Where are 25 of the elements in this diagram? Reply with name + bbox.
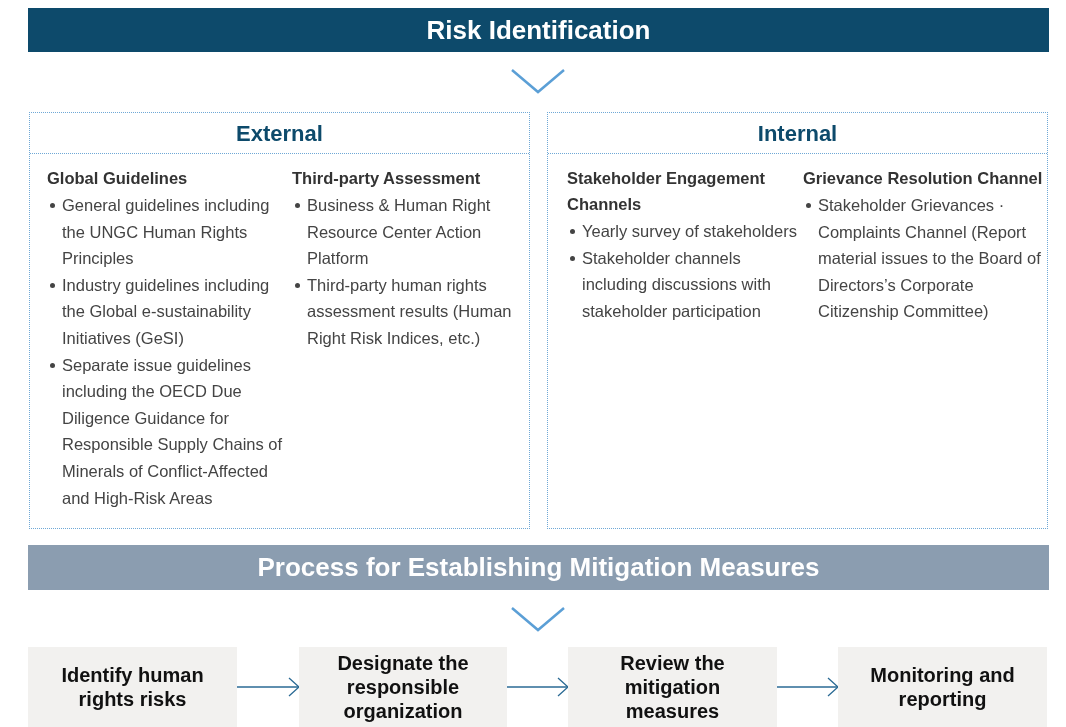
- section-header-bar: Process for Establishing Mitigation Measures: [28, 545, 1049, 590]
- panel-heading: External: [236, 119, 323, 148]
- arrow: [506, 677, 569, 697]
- column-heading: Global Guidelines: [47, 168, 189, 189]
- bullet-text: Yearly survey of stakeholders: [582, 221, 797, 242]
- arrow: [776, 677, 839, 697]
- bullet-text: General guidelines including the UNGC Human Rights Principles: [62, 195, 271, 270]
- bullet-text: Stakeholder Grievances · Complaints Channel (Report material issues to the Board of Directors’s Corporate Citizenship Committee): [818, 195, 1042, 323]
- column-heading: Third-party Assessment: [292, 168, 482, 189]
- process-step-box: Designate the responsible organization: [299, 647, 507, 727]
- process-step-box: Review the mitigation measures: [568, 647, 777, 727]
- arrow: [236, 677, 300, 697]
- bullet-text: Third-party human rights assessment results (Human Right Risk Indices, etc.): [307, 274, 513, 349]
- panel-heading: Internal: [757, 119, 838, 148]
- process-step-box: Identify human rights risks: [28, 647, 237, 727]
- dotted-panel: [547, 112, 1048, 529]
- column-heading: Grievance Resolution Channel: [803, 168, 1044, 189]
- process-step-box: Monitoring and reporting: [838, 647, 1047, 727]
- section-header-bar: Risk Identification: [28, 8, 1049, 52]
- bullet-text: Separate issue guidelines including the OECD Due Diligence Guidance for Responsible Supply Chains of Minerals of Conflict-Affected and High-Risk Areas: [62, 354, 284, 509]
- dotted-panel: [29, 112, 530, 529]
- bullet-text: Industry guidelines including the Global e-sustainability Initiatives (GeSI): [62, 274, 271, 349]
- column-heading: Stakeholder Engagement Channels: [567, 168, 767, 215]
- bullet-text: Stakeholder channels including discussions with stakeholder participation: [582, 247, 772, 322]
- bullet-text: Business & Human Right Resource Center Action Platform: [307, 195, 492, 270]
